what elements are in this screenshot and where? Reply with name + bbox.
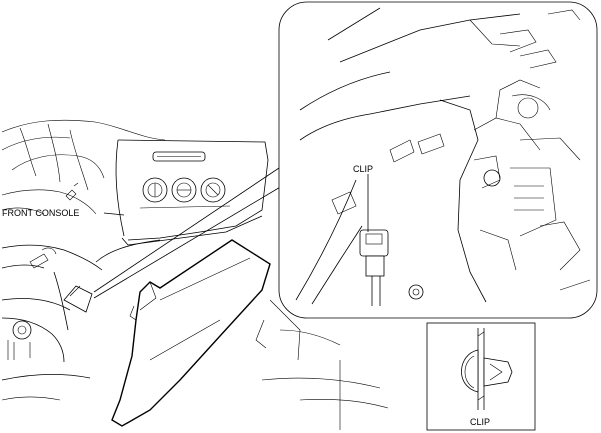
- hvac-knobs: [139, 177, 231, 209]
- detail-view: [278, 1, 598, 319]
- clip-inset: [426, 322, 536, 431]
- console-side-cover: [111, 239, 271, 427]
- clip-detail-label: CLIP: [353, 164, 373, 174]
- clip-connector: [359, 229, 389, 306]
- front-console-label: FRONT CONSOLE: [2, 208, 79, 218]
- interior-view: [1, 119, 389, 430]
- front-console-leader: [103, 212, 125, 216]
- clip-inset-label: CLIP: [470, 417, 490, 427]
